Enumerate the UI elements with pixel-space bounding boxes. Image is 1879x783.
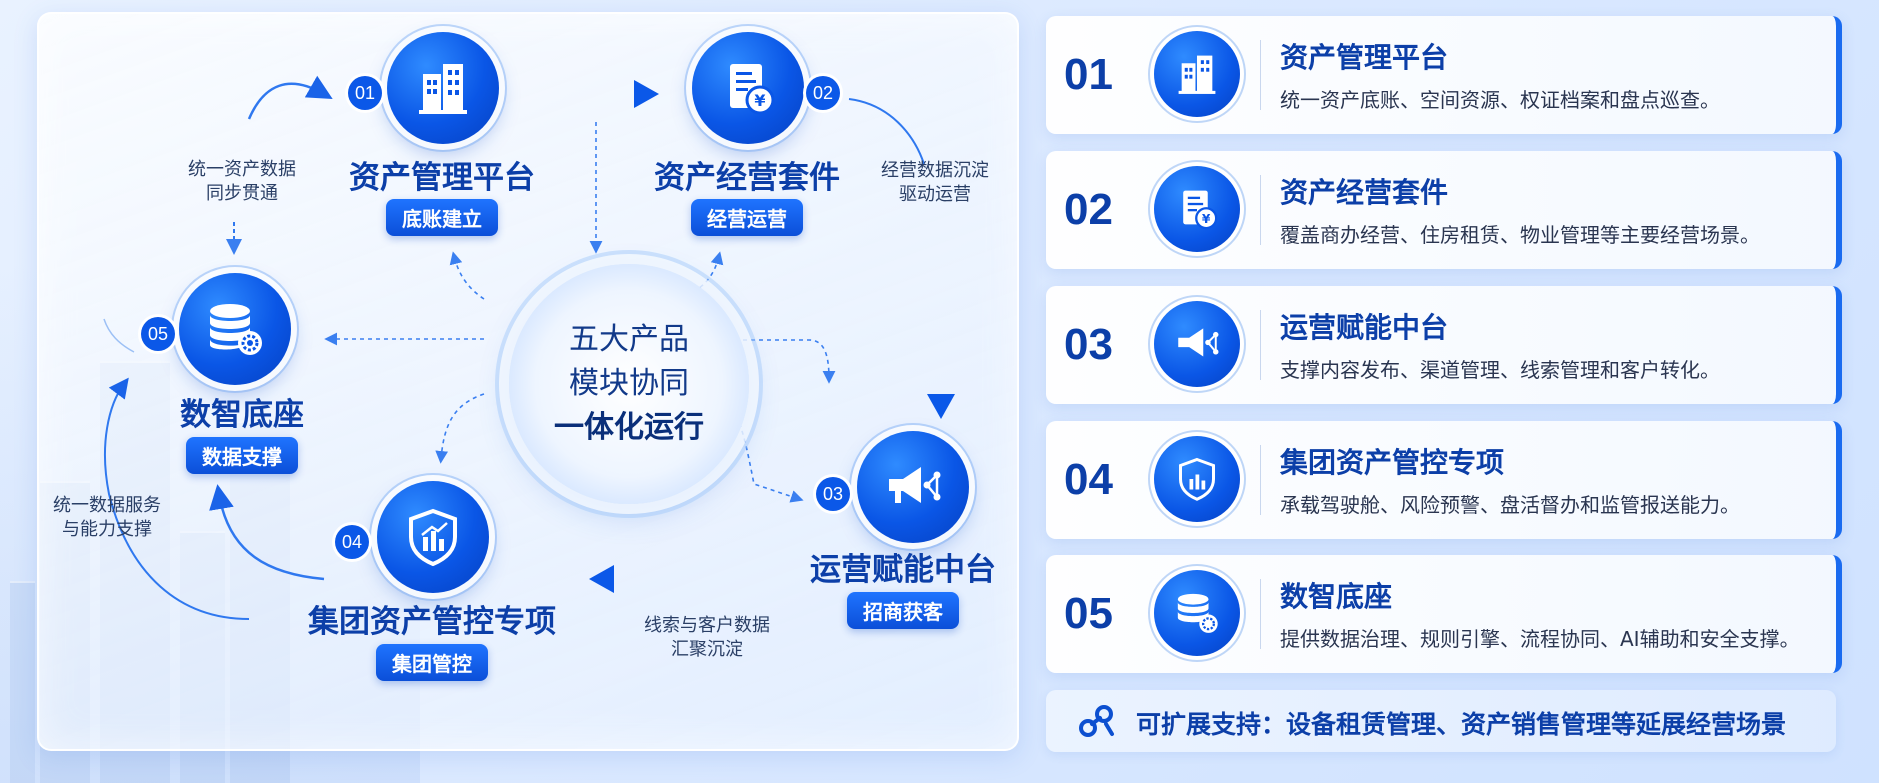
note-line: 统一数据服务 bbox=[53, 495, 161, 516]
center-hub: 五大产品 模块协同 一体化运行 bbox=[509, 264, 749, 504]
card-description: 统一资产底账、空间资源、权证档案和盘点巡查。 bbox=[1280, 88, 1720, 112]
node-tag: 招商获客 bbox=[847, 592, 959, 629]
invoice-yuan-icon: ¥ bbox=[1154, 166, 1240, 252]
node-title: 数智底座 bbox=[180, 397, 304, 433]
card-divider bbox=[1260, 40, 1261, 110]
product-card-03[interactable]: 03 运营赋能中台 支撑内容发布、渠道管理、线索管理和客户转化。 bbox=[1046, 286, 1842, 404]
card-divider bbox=[1260, 445, 1261, 515]
card-title: 资产经营套件 bbox=[1280, 176, 1449, 209]
database-gear-icon bbox=[179, 273, 291, 385]
card-description: 提供数据治理、规则引擎、流程协同、AI辅助和安全支撑。 bbox=[1280, 627, 1800, 651]
svg-text:¥: ¥ bbox=[1202, 212, 1211, 226]
card-title: 资产管理平台 bbox=[1280, 41, 1449, 74]
node-tag: 集团管控 bbox=[376, 644, 488, 681]
shield-chart-icon bbox=[1154, 436, 1240, 522]
invoice-yuan-icon: ¥ bbox=[692, 32, 804, 144]
card-number: 02 bbox=[1064, 185, 1113, 234]
card-title: 集团资产管控专项 bbox=[1280, 446, 1505, 479]
megaphone-network-icon bbox=[857, 431, 969, 543]
building-icon bbox=[387, 32, 499, 144]
flow-note-4: 统一数据服务 与能力支撑 bbox=[53, 494, 161, 542]
product-card-04[interactable]: 04 集团资产管控专项 承载驾驶舱、风险预警、盘活督办和监管报送能力。 bbox=[1046, 421, 1842, 539]
node-title: 集团资产管控专项 bbox=[308, 604, 556, 640]
center-line-1: 五大产品 bbox=[569, 322, 689, 357]
card-description: 支撑内容发布、渠道管理、线索管理和客户转化。 bbox=[1280, 358, 1720, 382]
product-card-01[interactable]: 01 资产管理平台 统一资产底账、空间资源、权证档案和盘点巡查。 bbox=[1046, 16, 1842, 134]
node-title: 资产管理平台 bbox=[349, 160, 535, 196]
product-card-05[interactable]: 05 数智底座 提供数据治理、规则引擎、流程协同、AI辅助和安全支撑。 bbox=[1046, 555, 1842, 673]
node-tag: 底账建立 bbox=[386, 199, 498, 236]
card-divider bbox=[1260, 579, 1261, 649]
product-card-02[interactable]: 02 ¥ 资产经营套件 覆盖商办经营、住房租赁、物业管理等主要经营场景。 bbox=[1046, 151, 1842, 269]
card-divider bbox=[1260, 310, 1261, 380]
card-number: 04 bbox=[1064, 455, 1113, 504]
megaphone-network-icon bbox=[1154, 301, 1240, 387]
center-line-3: 一体化运行 bbox=[554, 410, 704, 445]
note-line: 同步贯通 bbox=[206, 183, 278, 204]
node-tag: 经营运营 bbox=[691, 199, 803, 236]
node-number: 05 bbox=[141, 317, 175, 351]
flow-note-3: 线索与客户数据 汇聚沉淀 bbox=[644, 614, 770, 662]
card-number: 01 bbox=[1064, 50, 1113, 99]
flow-note-2: 经营数据沉淀 驱动运营 bbox=[881, 159, 989, 207]
node-number: 04 bbox=[335, 525, 369, 559]
card-description: 承载驾驶舱、风险预警、盘活督办和监管报送能力。 bbox=[1280, 493, 1740, 517]
node-number: 03 bbox=[816, 477, 850, 511]
extension-text: 可扩展支持：设备租赁管理、资产销售管理等延展经营场景 bbox=[1136, 710, 1787, 739]
note-line: 经营数据沉淀 bbox=[881, 160, 989, 181]
flow-note-1: 统一资产数据 同步贯通 bbox=[188, 158, 296, 206]
note-line: 驱动运营 bbox=[899, 184, 971, 205]
connector-arrows bbox=[103, 75, 955, 620]
card-number: 03 bbox=[1064, 320, 1113, 369]
node-number: 01 bbox=[348, 76, 382, 110]
node-title: 运营赋能中台 bbox=[810, 552, 996, 588]
card-number: 05 bbox=[1064, 589, 1113, 638]
database-gear-icon bbox=[1154, 570, 1240, 656]
note-line: 线索与客户数据 bbox=[644, 615, 770, 636]
note-line: 与能力支撑 bbox=[62, 519, 152, 540]
expand-link-icon bbox=[1076, 702, 1116, 744]
building-icon bbox=[1154, 31, 1240, 117]
center-line-2: 模块协同 bbox=[569, 366, 689, 401]
card-title: 运营赋能中台 bbox=[1280, 311, 1449, 344]
card-description: 覆盖商办经营、住房租赁、物业管理等主要经营场景。 bbox=[1280, 223, 1760, 247]
node-tag: 数据支撑 bbox=[186, 437, 298, 474]
product-cycle-diagram: 五大产品 模块协同 一体化运行 01 资产管理平台 底账建立 ¥ 02 资产经营… bbox=[37, 12, 1019, 751]
extension-support-banner: 可扩展支持：设备租赁管理、资产销售管理等延展经营场景 bbox=[1046, 690, 1836, 752]
note-line: 汇聚沉淀 bbox=[671, 639, 743, 660]
svg-text:¥: ¥ bbox=[754, 91, 765, 110]
node-number: 02 bbox=[806, 76, 840, 110]
shield-chart-icon bbox=[377, 481, 489, 593]
card-divider bbox=[1260, 175, 1261, 245]
node-title: 资产经营套件 bbox=[654, 160, 840, 196]
card-title: 数智底座 bbox=[1280, 580, 1393, 613]
note-line: 统一资产数据 bbox=[188, 159, 296, 180]
